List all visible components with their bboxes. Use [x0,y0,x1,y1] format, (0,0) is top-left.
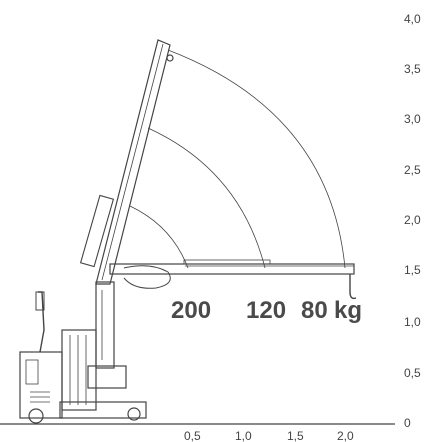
boom-hose [123,265,171,289]
reach-arcs [129,49,346,269]
wheel-rear [28,408,44,424]
x-tick-2-0: 2,0 [337,429,354,442]
crane-body [19,281,147,424]
x-tick-1-0: 1,0 [235,429,252,442]
capacity-unit: kg [334,297,362,324]
turret-base [87,365,127,389]
wheel-front [127,407,141,421]
y-tick-3-0: 3,0 [404,112,421,126]
capacity-label-120: 120 [246,297,286,324]
x-tick-0-5: 0,5 [184,429,201,442]
chassis-leg [59,401,147,419]
capacity-label-200: 200 [171,297,211,324]
y-tick-0: 0 [404,416,411,430]
y-tick-2-5: 2,5 [404,163,421,177]
horizontal-boom [109,259,357,300]
y-tick-0-5: 0,5 [404,366,421,380]
y-axis-ticks: 4,0 3,5 3,0 2,5 2,0 1,5 1,0 0,5 0 [404,12,421,430]
column [95,281,115,369]
raised-boom [79,39,174,285]
y-tick-2-0: 2,0 [404,213,421,227]
arc-inner [129,205,189,269]
hook-upper [166,54,174,62]
y-tick-4-0: 4,0 [404,12,421,26]
arc-outer [167,49,346,269]
arc-middle [147,127,266,269]
capacity-label-80: 80 [301,297,328,324]
y-tick-1-5: 1,5 [404,263,421,277]
mast-frame [61,329,97,411]
boom-cylinder [79,194,115,268]
x-tick-1-5: 1,5 [287,429,304,442]
y-tick-1-0: 1,0 [404,315,421,329]
tiller-handle [38,291,45,353]
hook-lower-icon [349,274,357,300]
x-axis-ticks: 0,5 1,0 1,5 2,0 [184,429,354,442]
y-tick-3-5: 3,5 [404,62,421,76]
control-panel [25,359,39,385]
